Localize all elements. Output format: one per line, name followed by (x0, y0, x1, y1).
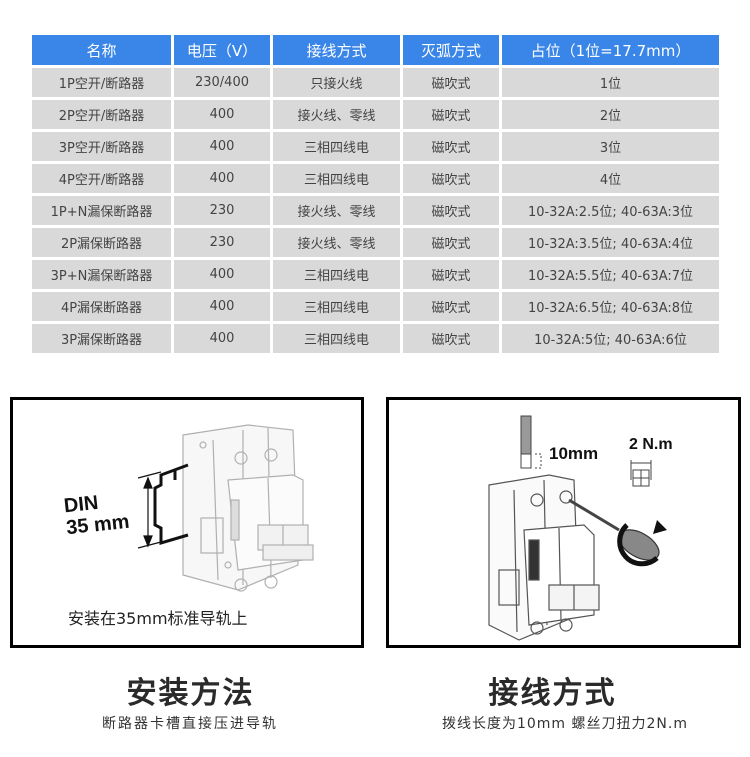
cell-wiring: 三相四线电 (273, 132, 400, 161)
table-row: 1P+N漏保断路器 230 接火线、零线 磁吹式 10-32A:2.5位; 40… (32, 196, 722, 225)
cell-arc: 磁吹式 (403, 196, 499, 225)
cell-wiring: 三相四线电 (273, 292, 400, 321)
header-wiring: 接线方式 (273, 35, 400, 65)
table-row: 4P空开/断路器 400 三相四线电 磁吹式 4位 (32, 164, 722, 193)
install-panel: DIN 35 mm 安装在35mm标准导轨上 (10, 397, 364, 648)
cell-voltage: 400 (174, 260, 270, 289)
cell-wiring: 接火线、零线 (273, 100, 400, 129)
cell-voltage: 230 (174, 228, 270, 257)
cell-voltage: 230 (174, 196, 270, 225)
install-caption: 安装在35mm标准导轨上 (68, 609, 248, 628)
cell-voltage: 400 (174, 132, 270, 161)
cell-arc: 磁吹式 (403, 132, 499, 161)
breaker-wiring-illustration (488, 415, 667, 641)
cell-slots: 4位 (502, 164, 719, 193)
cell-name: 2P空开/断路器 (32, 100, 171, 129)
table-row: 3P空开/断路器 400 三相四线电 磁吹式 3位 (32, 132, 722, 161)
cell-slots: 2位 (502, 100, 719, 129)
cell-arc: 磁吹式 (403, 260, 499, 289)
cell-name: 2P漏保断路器 (32, 228, 171, 257)
cell-voltage: 400 (174, 292, 270, 321)
cell-wiring: 只接火线 (273, 68, 400, 97)
table-row: 2P空开/断路器 400 接火线、零线 磁吹式 2位 (32, 100, 722, 129)
table-row: 1P空开/断路器 230/400 只接火线 磁吹式 1位 (32, 68, 722, 97)
cell-slots: 1位 (502, 68, 719, 97)
cell-voltage: 230/400 (174, 68, 270, 97)
cell-arc: 磁吹式 (403, 164, 499, 193)
cell-name: 3P+N漏保断路器 (32, 260, 171, 289)
wiring-title: 接线方式 (488, 676, 617, 711)
cell-arc: 磁吹式 (403, 68, 499, 97)
table-row: 4P漏保断路器 400 三相四线电 磁吹式 10-32A:6.5位; 40-63… (32, 292, 722, 321)
cell-voltage: 400 (174, 164, 270, 193)
cell-voltage: 400 (174, 324, 270, 353)
breaker-on-din-rail-illustration (137, 424, 314, 592)
header-voltage: 电压（V） (174, 35, 270, 65)
din-rail-label: DIN 35 mm (63, 489, 131, 539)
table-row: 3P+N漏保断路器 400 三相四线电 磁吹式 10-32A:5.5位; 40-… (32, 260, 722, 289)
wiring-subtitle: 拨线长度为10mm 螺丝刀扭力2N.m (441, 716, 688, 732)
cell-name: 3P漏保断路器 (32, 324, 171, 353)
cell-slots: 10-32A:6.5位; 40-63A:8位 (502, 292, 719, 321)
cell-name: 3P空开/断路器 (32, 132, 171, 161)
cell-slots: 10-32A:2.5位; 40-63A:3位 (502, 196, 719, 225)
cell-arc: 磁吹式 (403, 292, 499, 321)
cell-wiring: 接火线、零线 (273, 196, 400, 225)
cell-arc: 磁吹式 (403, 324, 499, 353)
cell-name: 4P空开/断路器 (32, 164, 171, 193)
strip-length-label: 10mm (549, 444, 599, 463)
cell-slots: 10-32A:3.5位; 40-63A:4位 (502, 228, 719, 257)
cell-name: 1P空开/断路器 (32, 68, 171, 97)
cell-wiring: 接火线、零线 (273, 228, 400, 257)
table-row: 2P漏保断路器 230 接火线、零线 磁吹式 10-32A:3.5位; 40-6… (32, 228, 722, 257)
header-name: 名称 (32, 35, 171, 65)
cell-wiring: 三相四线电 (273, 324, 400, 353)
spec-table: 名称 电压（V） 接线方式 灭弧方式 占位（1位=17.7mm） 1P空开/断路… (32, 35, 722, 356)
cell-slots: 10-32A:5.5位; 40-63A:7位 (502, 260, 719, 289)
wiring-panel: 10mm 2 N.m (386, 397, 741, 648)
cell-name: 4P漏保断路器 (32, 292, 171, 321)
cell-arc: 磁吹式 (403, 100, 499, 129)
table-header-row: 名称 电压（V） 接线方式 灭弧方式 占位（1位=17.7mm） (32, 35, 722, 65)
torque-label: 2 N.m (629, 436, 673, 453)
cell-slots: 3位 (502, 132, 719, 161)
table-row: 3P漏保断路器 400 三相四线电 磁吹式 10-32A:5位; 40-63A:… (32, 324, 722, 353)
cell-wiring: 三相四线电 (273, 164, 400, 193)
install-title: 安装方法 (126, 676, 255, 711)
header-arc: 灭弧方式 (403, 35, 499, 65)
cell-slots: 10-32A:5位; 40-63A:6位 (502, 324, 719, 353)
install-subtitle: 断路器卡槽直接压进导轨 (102, 716, 278, 732)
cell-wiring: 三相四线电 (273, 260, 400, 289)
header-slots: 占位（1位=17.7mm） (502, 35, 719, 65)
cell-name: 1P+N漏保断路器 (32, 196, 171, 225)
cell-arc: 磁吹式 (403, 228, 499, 257)
cell-voltage: 400 (174, 100, 270, 129)
